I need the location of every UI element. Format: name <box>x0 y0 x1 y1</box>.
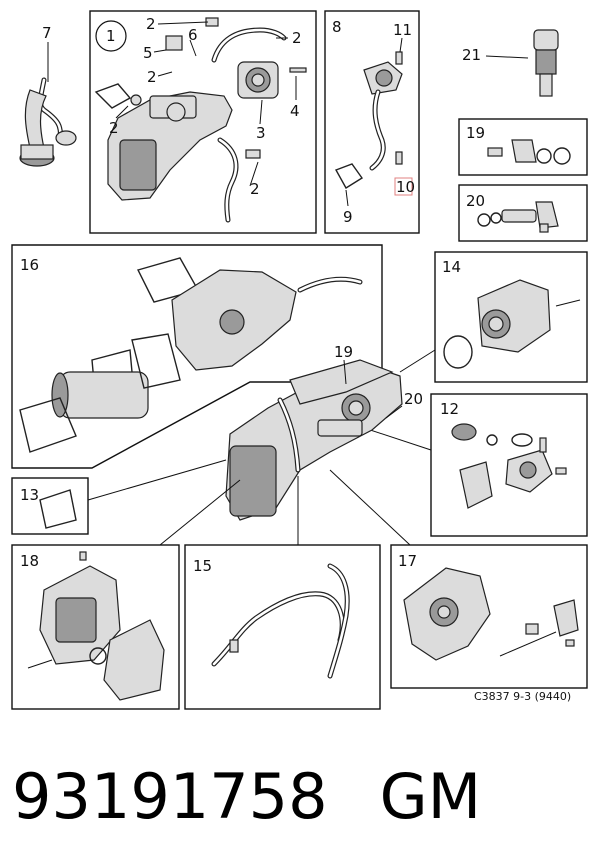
callout-12: 12 <box>440 400 459 418</box>
callout-1: 1 <box>106 27 116 45</box>
box-15 <box>184 544 381 710</box>
part-number: 93191758 <box>12 760 328 833</box>
egr-pipe-box8 <box>334 37 403 207</box>
callout-20b: 20 <box>404 390 423 408</box>
callout-11: 11 <box>393 21 412 39</box>
main-assembly <box>225 359 403 521</box>
pump-14 <box>443 279 581 369</box>
circle-1 <box>95 20 127 52</box>
callout-19a: 19 <box>466 124 485 142</box>
callout-3: 3 <box>256 124 266 142</box>
box-20 <box>458 184 588 242</box>
cooler-assembly-16 <box>19 257 363 453</box>
egr-assembly-box1 <box>94 17 307 223</box>
callout-21: 21 <box>462 46 481 64</box>
box-14 <box>434 251 588 383</box>
diagram-code: C3837 9-3 (9440) <box>474 690 571 703</box>
callout-15: 15 <box>193 557 212 575</box>
callout-18: 18 <box>20 552 39 570</box>
box-1 <box>89 10 317 234</box>
callout-2c: 2 <box>147 68 157 86</box>
callout-4: 4 <box>290 102 300 120</box>
throttle-assembly-17 <box>403 567 579 661</box>
callout-14: 14 <box>442 258 461 276</box>
box-17 <box>390 544 588 689</box>
brand-label: GM <box>379 760 482 833</box>
exploded-parts-diagram: 7 1 2 6 2 <box>11 10 588 710</box>
hose-7 <box>19 42 77 167</box>
box-19 <box>458 118 588 176</box>
hose-15 <box>211 563 350 679</box>
part-number-footer: 93191758 GM <box>12 752 592 842</box>
callout-19b: 19 <box>334 343 353 361</box>
thermostat-12 <box>451 423 567 509</box>
callout-16: 16 <box>20 256 39 274</box>
gasket-13 <box>39 489 77 529</box>
callout-5: 5 <box>143 44 153 62</box>
box-18 <box>11 544 180 710</box>
box-8 <box>324 10 420 234</box>
box-12 <box>430 393 588 537</box>
callout-20a: 20 <box>466 192 485 210</box>
housing-18 <box>27 551 165 701</box>
callout-2a: 2 <box>146 15 156 33</box>
callout-9: 9 <box>343 208 353 226</box>
box-13 <box>11 477 89 535</box>
callout-7: 7 <box>42 24 52 42</box>
callout-2b: 2 <box>292 29 302 47</box>
box-16 <box>11 244 383 469</box>
callout-6: 6 <box>188 26 198 44</box>
callout-13: 13 <box>20 486 39 504</box>
callout-2d: 2 <box>109 119 119 137</box>
callout-2e: 2 <box>250 180 260 198</box>
callout-10: 10 <box>396 178 415 196</box>
sensor-21 <box>485 29 559 97</box>
callout-17: 17 <box>398 552 417 570</box>
callout-8: 8 <box>332 18 342 36</box>
pipe-20 <box>477 201 559 233</box>
highlight-box-10 <box>394 177 413 196</box>
fitting-19 <box>487 139 571 165</box>
